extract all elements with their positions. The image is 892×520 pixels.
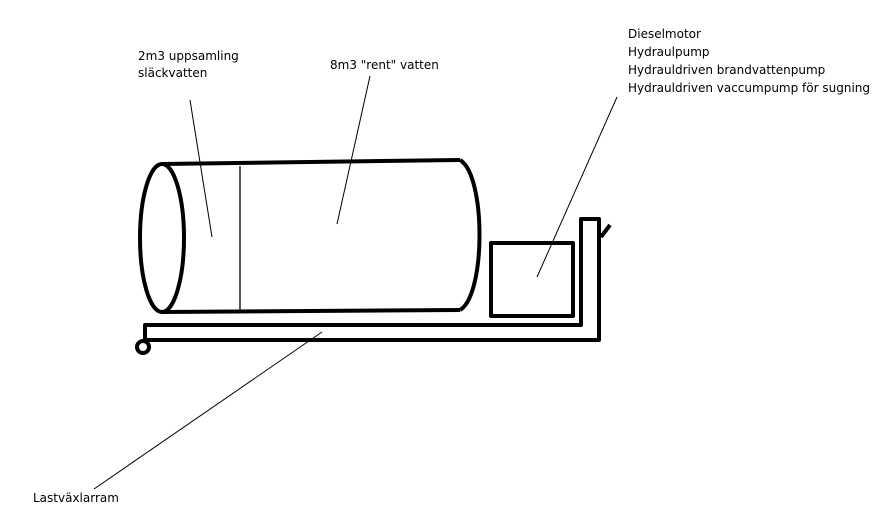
frame-hook [599,223,612,239]
label-frame: Lastväxlarram [33,491,119,505]
hooklift-frame [143,217,601,342]
tank-top-edge [161,158,461,166]
label-line: släckvatten [138,66,208,80]
label-line: Hydrauldriven brandvattenpump [628,63,826,77]
tank-right-end [458,158,482,312]
leader-equipment [536,96,618,278]
label-line: Hydrauldriven vaccumpump för sugning [628,81,870,95]
tank-bottom-edge [161,308,461,314]
label-clean-water: 8m3 "rent" vatten [330,58,439,72]
label-line: 2m3 uppsamling [138,49,239,63]
label-equipment: Dieselmotor Hydraulpump Hydrauldriven br… [628,25,870,97]
leader-collection [189,99,213,238]
engine-pump-box [489,241,575,318]
label-line: Dieselmotor [628,27,701,41]
frame-wheel [135,339,151,355]
label-collection-tank: 2m3 uppsamling släckvatten [138,48,239,82]
leader-frame [93,331,323,490]
tank-left-end [138,162,186,314]
leader-clean-water [336,75,371,225]
label-line: Hydraulpump [628,45,710,59]
